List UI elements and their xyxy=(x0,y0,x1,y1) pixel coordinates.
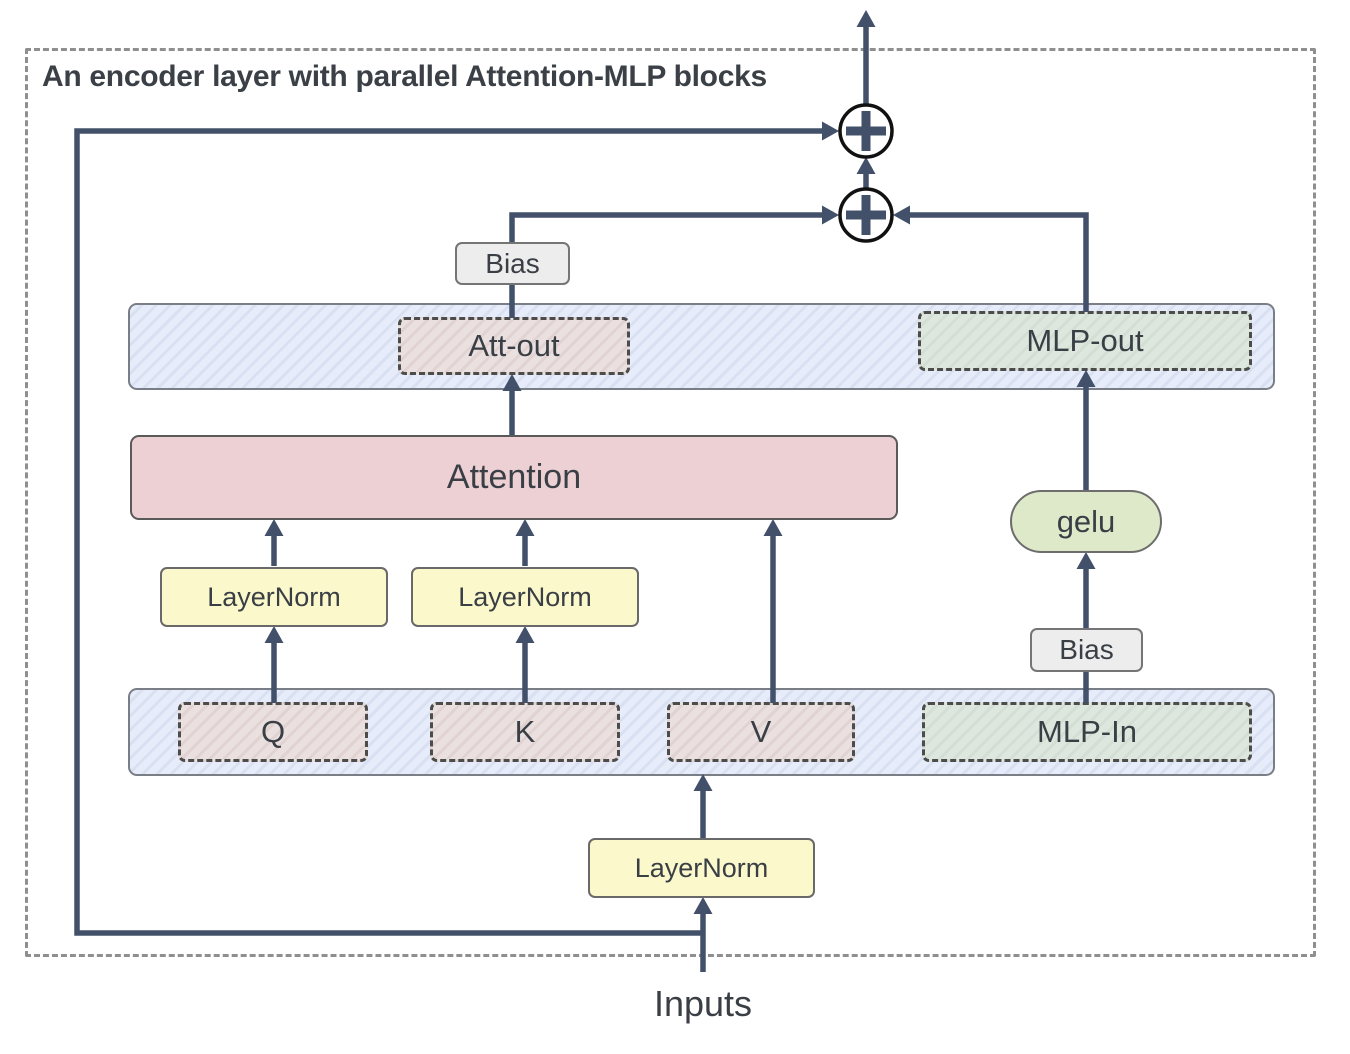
arrowhead-adder-to-adder xyxy=(856,157,876,174)
q-slot: Q xyxy=(178,702,368,762)
layernorm-q-block: LayerNorm xyxy=(160,567,388,627)
adder-top xyxy=(838,103,894,159)
arrowhead-k-into-attention xyxy=(515,519,535,536)
inputs-label: Inputs xyxy=(653,983,753,1024)
mlp-in-slot: MLP-In xyxy=(922,702,1252,762)
arrowhead-att-bias-into-adder xyxy=(822,205,839,225)
att-out-label: Att-out xyxy=(468,328,560,363)
arrowhead-into-layernorm-q xyxy=(264,626,284,643)
adder-middle xyxy=(838,187,894,243)
gelu-block: gelu xyxy=(1010,490,1162,553)
arrowhead-output xyxy=(856,10,876,27)
gelu-label: gelu xyxy=(1056,503,1116,539)
layernorm-input-label: LayerNorm xyxy=(634,852,769,883)
arrowhead-into-att-out xyxy=(502,374,522,391)
mlp-in-label: MLP-In xyxy=(1037,714,1137,749)
plus-icon xyxy=(846,195,886,235)
arrowhead-mlp-bias-into-adder xyxy=(893,205,910,225)
arrowhead-into-mlp-out xyxy=(1076,370,1096,387)
k-label: K xyxy=(514,714,536,749)
att-bias-box: Bias xyxy=(455,242,570,285)
k-slot: K xyxy=(430,702,620,762)
arrowhead-v-into-attention xyxy=(763,519,783,536)
attention-block: Attention xyxy=(130,435,898,520)
mlp-bias-box: Bias xyxy=(1030,628,1143,672)
residual-skip-wire xyxy=(74,128,823,936)
arrowhead-into-gelu xyxy=(1076,552,1096,569)
mlp-out-label: MLP-out xyxy=(1026,323,1144,358)
att-bias-label: Bias xyxy=(485,247,540,279)
diagram-title: An encoder layer with parallel Attention… xyxy=(42,60,767,93)
arrowhead-into-layernorm-k xyxy=(515,626,535,643)
plus-icon xyxy=(846,111,886,151)
arrowhead-into-lower-bar xyxy=(693,774,713,791)
layernorm-q-label: LayerNorm xyxy=(207,581,341,612)
arrowhead-into-layernorm-input xyxy=(693,897,713,914)
layernorm-k-block: LayerNorm xyxy=(411,567,639,627)
mlp-bias-label: Bias xyxy=(1059,634,1114,665)
attention-label: Attention xyxy=(446,458,582,496)
q-label: Q xyxy=(260,714,286,749)
arrowhead-into-top-adder xyxy=(822,121,839,141)
att-out-slot: Att-out xyxy=(398,317,630,375)
mlp-out-slot: MLP-out xyxy=(918,311,1252,371)
layernorm-k-label: LayerNorm xyxy=(458,581,592,612)
dashed-layer-boundary xyxy=(25,48,1316,957)
mlp-bias-to-adder-wire xyxy=(909,212,1089,312)
v-label: V xyxy=(750,714,772,749)
layernorm-input-block: LayerNorm xyxy=(588,838,815,898)
v-slot: V xyxy=(667,702,855,762)
arrowhead-q-into-attention xyxy=(264,519,284,536)
